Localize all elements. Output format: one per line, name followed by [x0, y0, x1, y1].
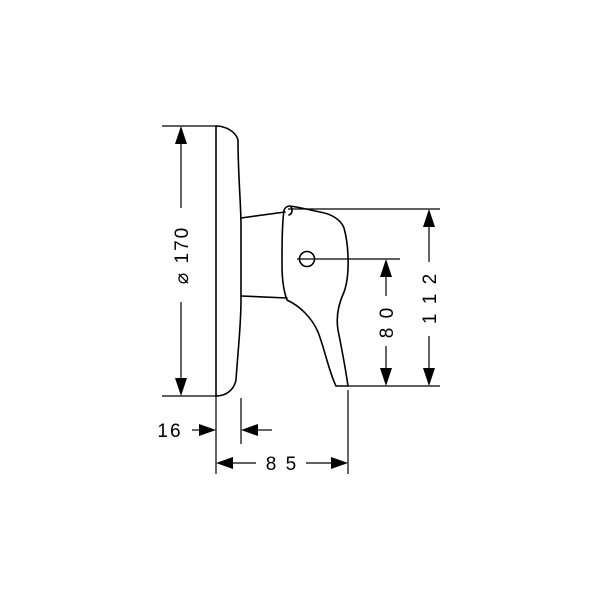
dimension-plate-depth: 16: [157, 421, 272, 442]
dimension-total-depth: 8 5: [216, 454, 348, 475]
extension-lines: [162, 125, 440, 474]
dimension-height: 1 1 2: [420, 209, 441, 386]
axis-height-label: 8 0: [377, 306, 398, 338]
dimension-axis-height: 8 0: [377, 259, 398, 386]
lever-handle: [281, 205, 349, 387]
diameter-label: ⌀ 170: [172, 226, 193, 284]
plate-depth-label: 16: [157, 421, 182, 442]
total-depth-label: 8 5: [266, 454, 298, 475]
dimension-diameter: ⌀ 170: [172, 126, 193, 396]
trim-body: [240, 211, 288, 299]
height-label: 1 1 2: [420, 272, 441, 324]
escutcheon-plate: [215, 125, 242, 397]
